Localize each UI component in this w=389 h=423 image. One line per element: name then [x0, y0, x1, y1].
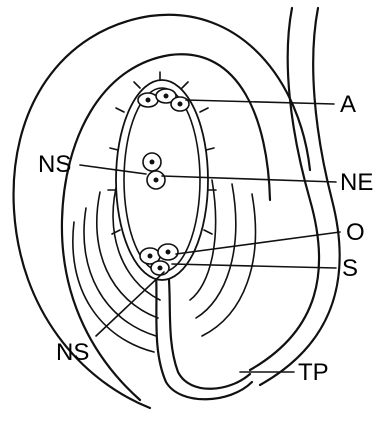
- label-ns-top: NS: [38, 151, 71, 178]
- leader-line-a: [186, 100, 334, 104]
- label-o: O: [346, 219, 365, 246]
- label-ns-bottom: NS: [56, 339, 89, 366]
- leader-line-ns-bottom: [96, 272, 164, 336]
- label-tp: TP: [298, 359, 329, 386]
- pollen-tube: [168, 268, 250, 389]
- leader-line-s: [172, 264, 336, 268]
- label-a: A: [340, 91, 356, 118]
- label-s: S: [342, 255, 358, 282]
- funiculus-line-2: [260, 8, 340, 385]
- label-ne: NE: [340, 169, 373, 196]
- funiculus-line-1: [250, 8, 319, 370]
